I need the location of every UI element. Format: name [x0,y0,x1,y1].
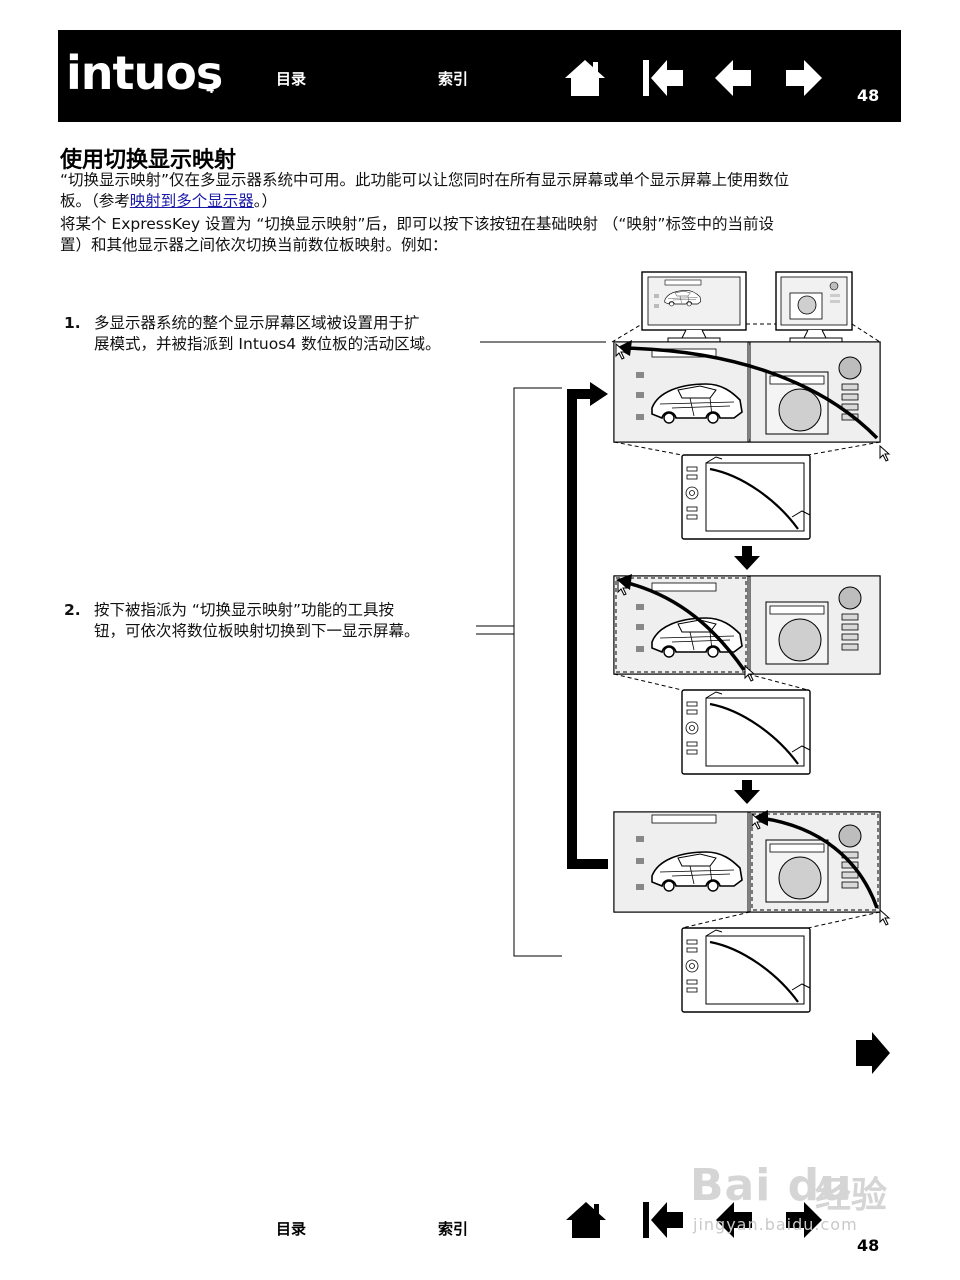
monitor-left-icon [641,271,747,343]
step-2-line-2: 钮，可依次将数位板映射切换到下一显示屏幕。 [94,622,420,640]
step-2-number: 2. [64,601,81,619]
watermark-brand: Bai du [690,1160,853,1211]
footer-toc-link[interactable]: 目录 [276,1220,307,1238]
section-title: 使用切换显示映射 [60,148,237,173]
intuos-logo-number: 4 [206,82,215,96]
step-1-line-2: 展模式，并被指派到 Intuos4 数位板的活动区域。 [94,335,441,353]
desktop-panel-1 [613,340,890,462]
tablet-2-icon [680,688,812,776]
desktop-panel-3 [613,810,890,926]
step-2-bracket [513,387,562,957]
intro-paragraph: “切换显示映射”仅在多显示器系统中可用。此功能可以让您同时在所有显示屏幕或单个显… [60,170,902,212]
previous-page-icon[interactable] [713,58,753,98]
step-1-number: 1. [64,314,81,332]
intuos-logo: intuos [66,46,223,100]
footer-next-page-icon[interactable] [784,1200,824,1240]
footer-page-number: 48 [857,1236,880,1255]
watermark-cn: 经验 [815,1175,888,1216]
down-arrow-2-icon [734,780,760,804]
step-1-text: 多显示器系统的整个显示屏幕区域被设置用于扩 展模式，并被指派到 Intuos4 … [94,313,484,355]
expresskey-paragraph: 将某个 ExpressKey 设置为 “切换显示映射”后，即可以按下该按钮在基础… [60,214,902,256]
footer-previous-page-icon[interactable] [714,1200,754,1240]
down-arrow-1-icon [734,546,760,570]
expresskey-line-2: 置）和其他显示器之间依次切换当前数位板映射。例如： [60,236,448,254]
first-page-icon[interactable] [641,58,685,98]
next-page-icon[interactable] [784,58,824,98]
page-number: 48 [857,86,880,105]
intro-line-2: 板。（参考映射到多个显示器。） [60,191,902,212]
tablet-1-icon [680,453,812,541]
step-2-leader-line [476,625,514,635]
footer-first-page-icon[interactable] [641,1200,685,1240]
monitor-right-icon [775,271,853,343]
continue-arrow-icon[interactable] [856,1032,890,1074]
intro-line-2-prefix: 板。（参考 [60,192,130,210]
step-1-line-1: 多显示器系统的整个显示屏幕区域被设置用于扩 [94,314,420,332]
step-2-text: 按下被指派为 “切换显示映射”功能的工具按 钮，可依次将数位板映射切换到下一显示… [94,600,484,642]
watermark-url: jingyan.baidu.com [693,1215,858,1234]
desktop-panel-2 [613,574,881,682]
expresskey-line-1: 将某个 ExpressKey 设置为 “切换显示映射”后，即可以按下该按钮在基础… [60,215,774,233]
toc-link[interactable]: 目录 [276,70,307,88]
footer-index-link[interactable]: 索引 [438,1220,469,1238]
tablet-3-icon [680,926,812,1014]
index-link[interactable]: 索引 [438,70,469,88]
intro-line-2-suffix: 。） [253,192,278,210]
cycle-back-arrow [567,389,608,869]
intro-line-1: “切换显示映射”仅在多显示器系统中可用。此功能可以让您同时在所有显示屏幕或单个显… [60,171,790,189]
header-bar: intuos 4 目录 索引 48 [58,30,901,122]
multiple-monitors-link[interactable]: 映射到多个显示器 [129,192,254,210]
step-2-line-1: 按下被指派为 “切换显示映射”功能的工具按 [94,601,394,619]
home-icon[interactable] [563,58,607,98]
footer-home-icon[interactable] [564,1200,608,1240]
